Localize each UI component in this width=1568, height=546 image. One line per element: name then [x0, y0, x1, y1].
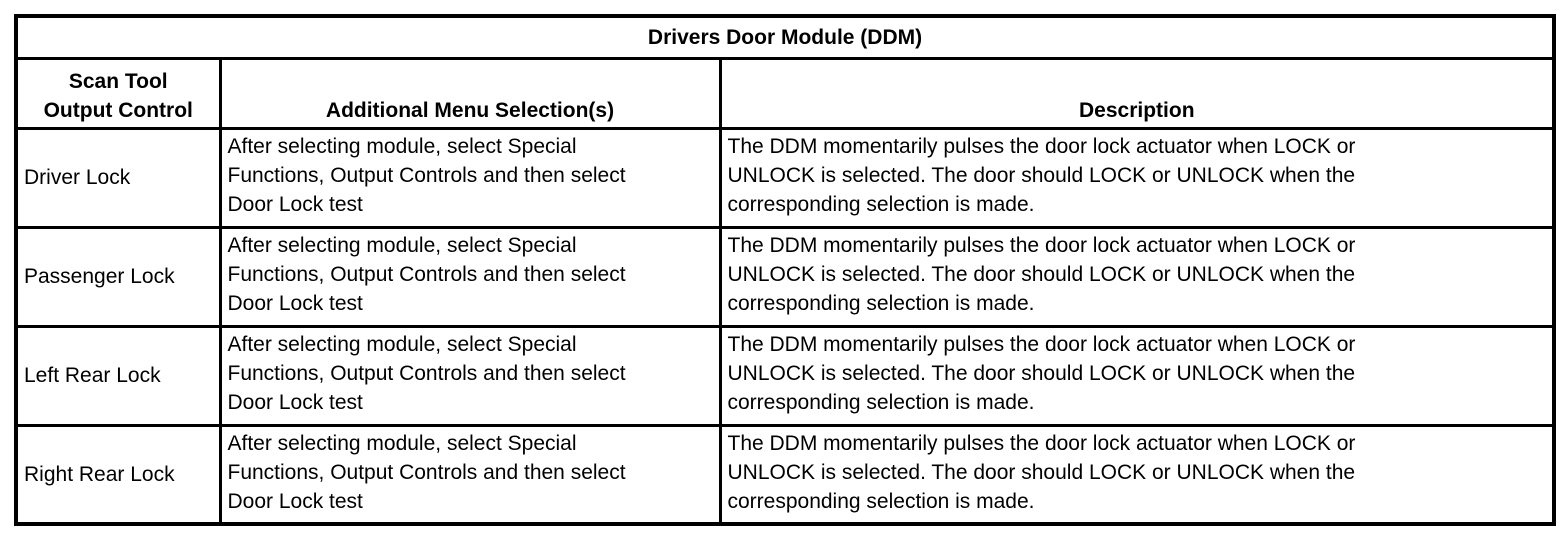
- description-cell: The DDM momentarily pulses the door lock…: [718, 423, 1556, 526]
- table-row-driver-lock: Driver Lock After selecting module, sele…: [14, 126, 1556, 229]
- description-cell: The DDM momentarily pulses the door lock…: [718, 126, 1556, 229]
- header-additional-menu-selections: Additional Menu Selection(s): [218, 56, 722, 130]
- menu-selection-cell: After selecting module, select Special F…: [218, 225, 722, 328]
- description-cell: The DDM momentarily pulses the door lock…: [718, 324, 1556, 427]
- table-header-row: Scan Tool Output Control Additional Menu…: [14, 56, 1556, 130]
- table-row-right-rear-lock: Right Rear Lock After selecting module, …: [14, 423, 1556, 526]
- control-cell: Right Rear Lock: [14, 423, 222, 526]
- menu-selection-cell: After selecting module, select Special F…: [218, 126, 722, 229]
- control-cell: Passenger Lock: [14, 225, 222, 328]
- table-title-row: Drivers Door Module (DDM): [14, 14, 1556, 60]
- description-cell: The DDM momentarily pulses the door lock…: [718, 225, 1556, 328]
- menu-selection-cell: After selecting module, select Special F…: [218, 423, 722, 526]
- table-row-passenger-lock: Passenger Lock After selecting module, s…: [14, 225, 1556, 328]
- table-title: Drivers Door Module (DDM): [14, 14, 1556, 60]
- menu-selection-cell: After selecting module, select Special F…: [218, 324, 722, 427]
- table-row-left-rear-lock: Left Rear Lock After selecting module, s…: [14, 324, 1556, 427]
- header-scan-tool-output-control: Scan Tool Output Control: [14, 56, 222, 130]
- control-cell: Driver Lock: [14, 126, 222, 229]
- header-description: Description: [718, 56, 1556, 130]
- ddm-output-control-table: Drivers Door Module (DDM) Scan Tool Outp…: [14, 14, 1557, 526]
- control-cell: Left Rear Lock: [14, 324, 222, 427]
